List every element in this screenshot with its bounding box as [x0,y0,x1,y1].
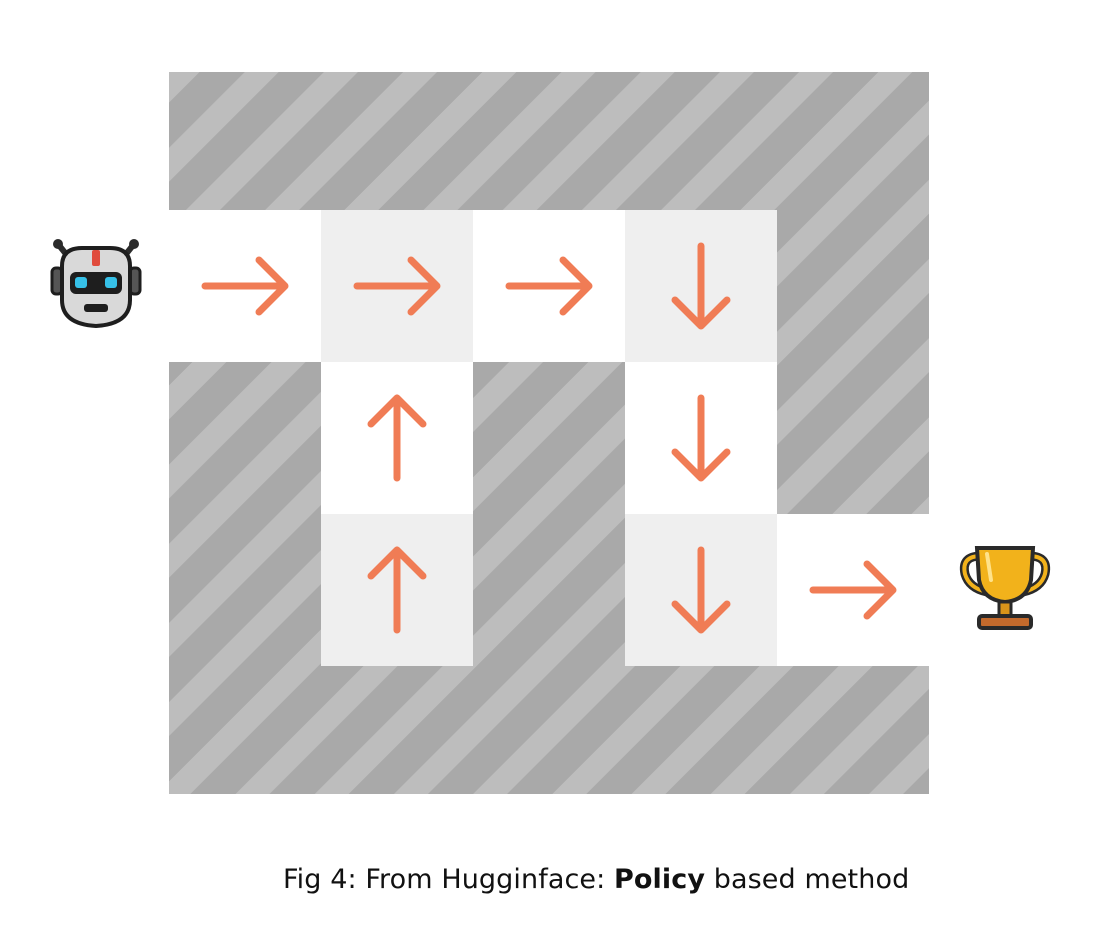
arrow-right-icon [505,256,593,316]
arrow-up-icon [367,546,427,634]
arrow-up-icon [367,394,427,482]
arrow-right-icon [201,256,289,316]
trophy-icon [959,546,1051,630]
policy-arrows [201,242,897,634]
caption-bold: Policy [614,864,706,895]
caption-suffix: based method [705,864,910,895]
arrow-right-icon [353,256,441,316]
maze-wall [169,72,929,794]
robot-icon [50,239,142,329]
arrow-down-icon [671,546,731,634]
maze-diagram [50,72,1051,794]
arrow-down-icon [671,242,731,330]
caption-prefix: Fig 4: From Hugginface: [283,864,615,895]
figure-caption: Fig 4: From Hugginface: Policy based met… [283,864,909,895]
arrow-right-icon [809,560,897,620]
arrow-down-icon [671,394,731,482]
